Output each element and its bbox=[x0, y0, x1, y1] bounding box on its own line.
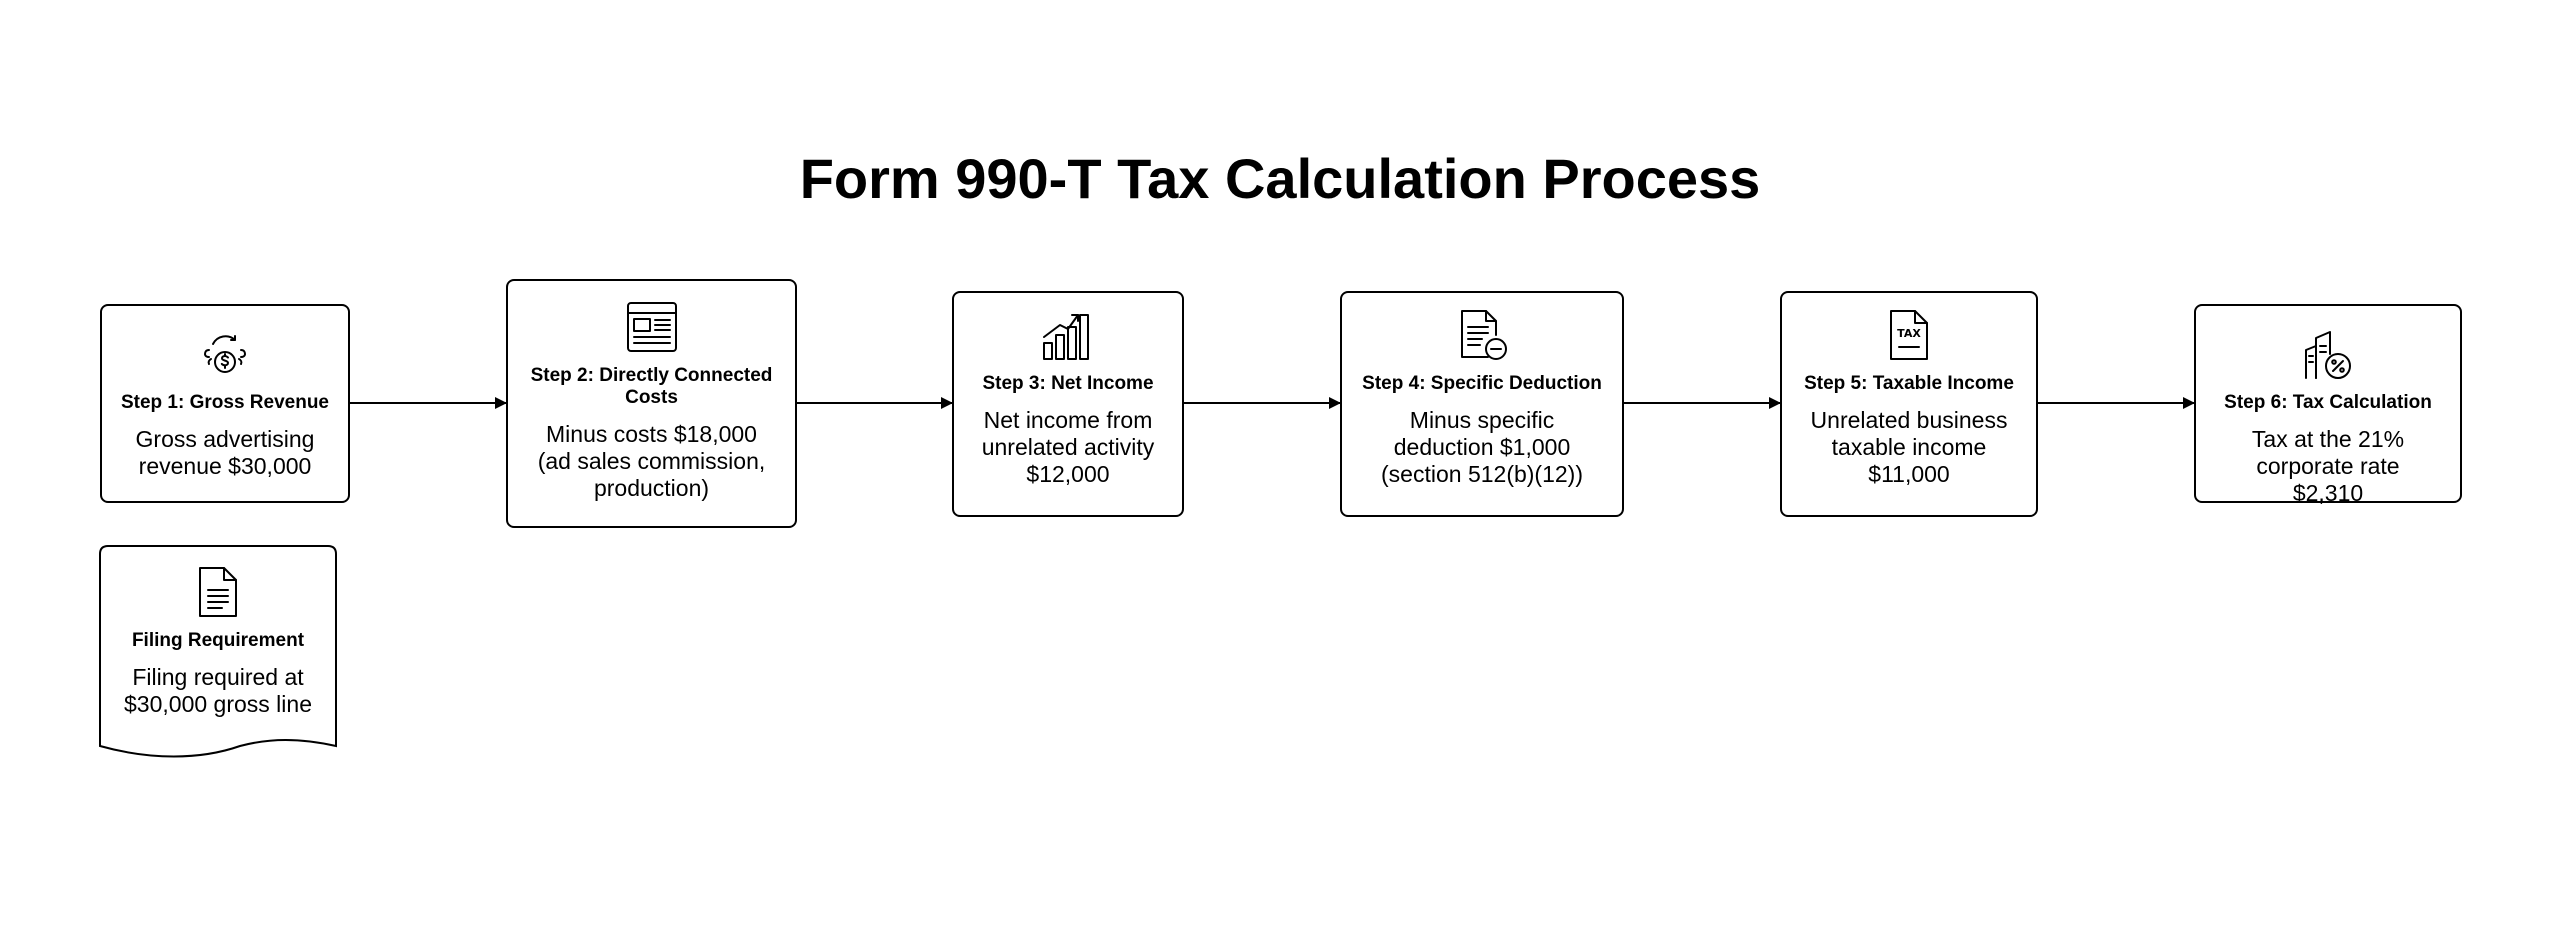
filing-requirement-description: Filing required at $30,000 gross line bbox=[124, 664, 312, 717]
diagram-title: Form 990-T Tax Calculation Process bbox=[799, 147, 1761, 210]
step-3-card: Step 3: Net Income Net income from unrel… bbox=[952, 291, 1184, 517]
newspaper-icon bbox=[624, 299, 680, 355]
filing-requirement-note: Filing Requirement Filing required at $3… bbox=[100, 546, 336, 746]
svg-text:TAX: TAX bbox=[1897, 327, 1921, 340]
step-2-title: Step 2: Directly Connected Costs bbox=[530, 365, 773, 408]
step-3-description: Net income from unrelated activity $12,0… bbox=[981, 407, 1155, 487]
tax-document-icon: TAX bbox=[1881, 307, 1937, 363]
step-6-card: Step 6: Tax Calculation Tax at the 21% c… bbox=[2194, 304, 2462, 506]
document-icon bbox=[190, 564, 246, 620]
step-3-title: Step 3: Net Income bbox=[982, 373, 1154, 394]
growth-chart-icon bbox=[1040, 307, 1096, 363]
step-5-title: Step 5: Taxable Income bbox=[1804, 373, 2014, 394]
step-1-card: Step 1: Gross Revenue Gross advertising … bbox=[100, 304, 350, 503]
step-5-card: TAX Step 5: Taxable Income Unrelated bus… bbox=[1780, 291, 2038, 517]
step-1-description: Gross advertising revenue $30,000 bbox=[135, 426, 315, 479]
step-2-description: Minus costs $18,000 (ad sales commission… bbox=[537, 421, 766, 501]
money-cycle-icon bbox=[197, 326, 253, 382]
corporate-tax-icon bbox=[2300, 326, 2356, 382]
step-1-title: Step 1: Gross Revenue bbox=[120, 392, 330, 413]
step-6-description: Tax at the 21% corporate rate $2,310 bbox=[2251, 426, 2405, 506]
filing-requirement-title: Filing Requirement bbox=[131, 630, 305, 651]
document-minus-icon bbox=[1454, 307, 1510, 363]
step-4-title: Step 4: Specific Deduction bbox=[1362, 373, 1602, 394]
step-4-description: Minus specific deduction $1,000 (section… bbox=[1381, 407, 1583, 487]
step-2-card: Step 2: Directly Connected Costs Minus c… bbox=[506, 279, 797, 528]
step-5-description: Unrelated business taxable income $11,00… bbox=[1810, 407, 2008, 487]
step-4-card: Step 4: Specific Deduction Minus specifi… bbox=[1340, 291, 1624, 517]
step-6-title: Step 6: Tax Calculation bbox=[2224, 392, 2432, 413]
